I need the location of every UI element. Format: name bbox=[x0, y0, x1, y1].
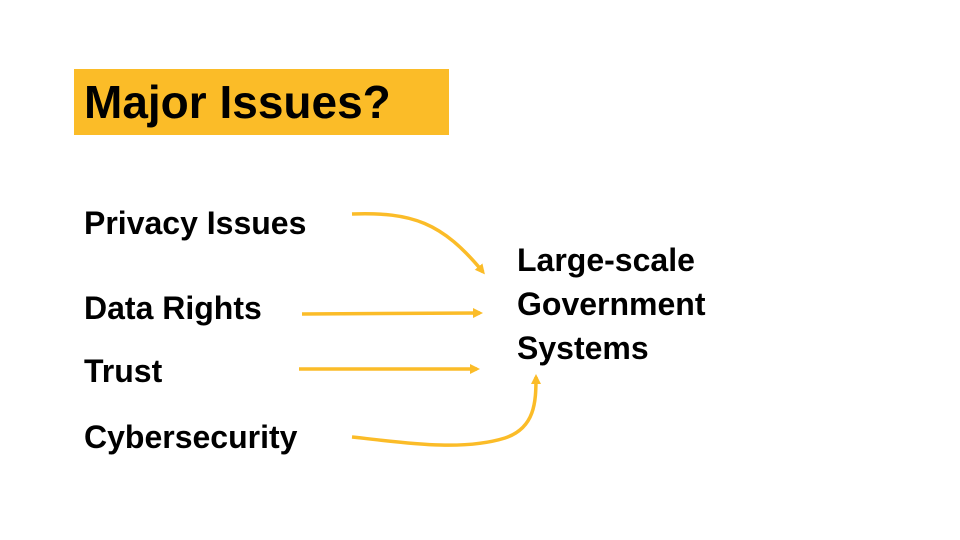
arrow-cybersecurity bbox=[351, 374, 541, 447]
arrow-data-rights bbox=[301, 308, 483, 319]
issue-data-rights: Data Rights bbox=[84, 290, 262, 326]
target-label: Large-scale Government Systems bbox=[517, 238, 705, 370]
arrow-privacy bbox=[351, 212, 485, 275]
target-line-2: Government bbox=[517, 286, 706, 322]
title-highlight bbox=[74, 69, 449, 135]
issue-cybersecurity: Cybersecurity bbox=[84, 419, 298, 455]
target-line-1: Large-scale bbox=[517, 242, 695, 278]
issue-trust: Trust bbox=[84, 353, 163, 389]
target-line-3: Systems bbox=[517, 330, 649, 366]
issue-privacy: Privacy Issues bbox=[84, 205, 307, 241]
slide-title: Major Issues? bbox=[84, 76, 391, 128]
